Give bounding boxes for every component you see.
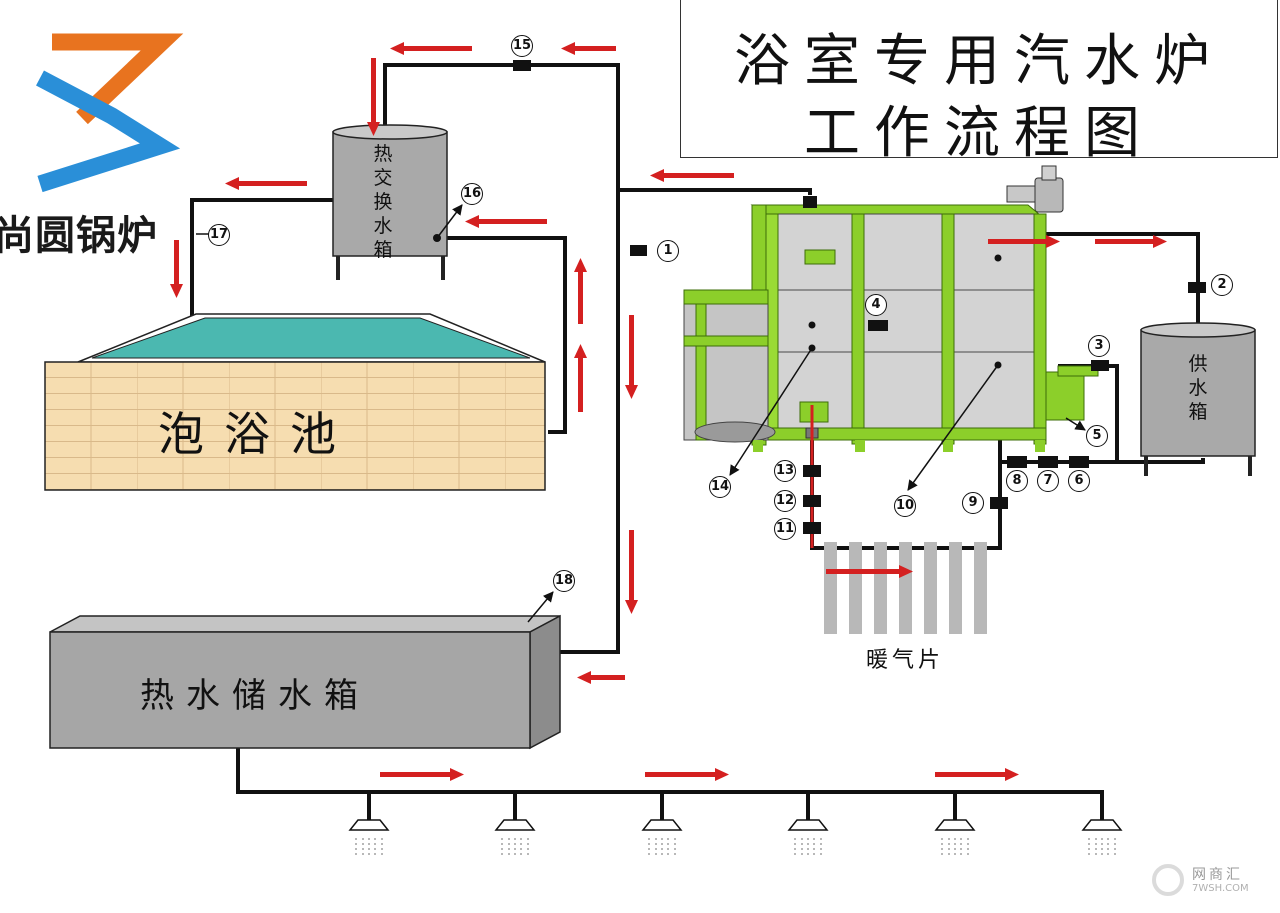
pipe-main-down	[548, 190, 620, 654]
callout-10: 10	[894, 495, 916, 517]
valve-8	[1007, 456, 1027, 468]
bath-pool-label: 泡浴池	[158, 407, 356, 461]
valve-boiler-top	[803, 196, 817, 208]
brand-logo	[36, 33, 184, 193]
flow-arrows	[170, 42, 1167, 781]
boiler	[683, 165, 1099, 452]
valve-4	[868, 320, 888, 331]
callout-17: 17	[208, 224, 230, 246]
valve-1	[630, 245, 647, 256]
watermark-text: 网商汇	[1192, 867, 1243, 883]
shower-head-6	[1081, 819, 1123, 856]
pipe-boiler-to-exchanger	[383, 63, 812, 195]
shower-head-1	[348, 819, 390, 856]
valve-11	[803, 522, 821, 534]
callout-15: 15	[511, 35, 533, 57]
callout-8: 8	[1006, 470, 1028, 492]
pipe-exchanger-to-pool	[190, 198, 333, 318]
flow-arrow-left-5	[465, 215, 547, 228]
callout-7: 7	[1037, 470, 1059, 492]
heat-exchange-tank-label: 热交换水箱	[373, 143, 393, 261]
valve-3	[1091, 360, 1109, 371]
callout-14: 14	[709, 476, 731, 498]
radiator	[824, 542, 987, 634]
valve-15	[513, 60, 531, 71]
brand-name: 尚圆锅炉	[0, 213, 158, 259]
callout-16: 16	[461, 183, 483, 205]
flow-arrow-right-5	[645, 768, 729, 781]
flow-arrow-down-1	[367, 58, 380, 136]
callout-12: 12	[774, 490, 796, 512]
shower-head-2	[494, 819, 536, 856]
callout-1: 1	[657, 240, 679, 262]
heat-exchange-tank	[332, 124, 448, 280]
flow-arrow-right-1	[988, 235, 1060, 248]
title-box: 浴室专用汽水炉 工作流程图	[680, 0, 1278, 166]
leader-lines	[196, 204, 1086, 623]
valves	[513, 60, 1206, 534]
bath-pool	[44, 313, 546, 491]
flow-arrow-down-2	[170, 240, 183, 298]
valve-12	[803, 495, 821, 507]
valve-7	[1038, 456, 1058, 468]
flow-arrow-left-3	[650, 169, 734, 182]
callout-6: 6	[1068, 470, 1090, 492]
flow-arrow-left-2	[561, 42, 616, 55]
shower-head-5	[934, 819, 976, 856]
flow-arrow-left-1	[390, 42, 472, 55]
hot-water-storage-tank-label: 热水储水箱	[140, 676, 370, 716]
flow-arrow-right-3	[826, 565, 913, 578]
valve-2	[1188, 282, 1206, 293]
pipe-pool-return	[440, 236, 567, 434]
watermark-logo	[1152, 864, 1184, 896]
callout-4: 4	[865, 294, 887, 316]
flow-arrow-up-1	[574, 258, 587, 324]
hot-water-storage-tank	[49, 614, 561, 750]
valve-6	[1069, 456, 1089, 468]
callout-5: 5	[1086, 425, 1108, 447]
flow-arrow-down-4	[625, 530, 638, 614]
callout-13: 13	[774, 460, 796, 482]
diagram-title-line2: 工作流程图	[804, 101, 1154, 166]
callout-3: 3	[1088, 335, 1110, 357]
shower-heads	[348, 819, 1123, 856]
flow-arrow-left-4	[225, 177, 307, 190]
shower-head-3	[641, 819, 683, 856]
pipe-distribution	[236, 748, 1104, 820]
callout-18: 18	[553, 570, 575, 592]
flow-arrow-left-6	[577, 671, 625, 684]
flow-arrow-right-6	[935, 768, 1019, 781]
flow-arrow-right-4	[380, 768, 464, 781]
water-supply-tank	[1140, 322, 1256, 476]
shower-head-4	[787, 819, 829, 856]
callout-2: 2	[1211, 274, 1233, 296]
water-supply-tank-label: 供水箱	[1188, 353, 1208, 423]
valve-9	[990, 497, 1008, 509]
flow-arrow-down-3	[625, 315, 638, 399]
flow-arrow-up-2	[574, 344, 587, 412]
radiator-label: 暖气片	[866, 648, 945, 673]
callout-11: 11	[774, 518, 796, 540]
watermark-subtext: 7WSH.COM	[1192, 883, 1249, 894]
valve-13	[803, 465, 821, 477]
callout-9: 9	[962, 492, 984, 514]
diagram-title-line1: 浴室专用汽水炉	[734, 29, 1224, 94]
flow-arrow-right-2	[1095, 235, 1167, 248]
